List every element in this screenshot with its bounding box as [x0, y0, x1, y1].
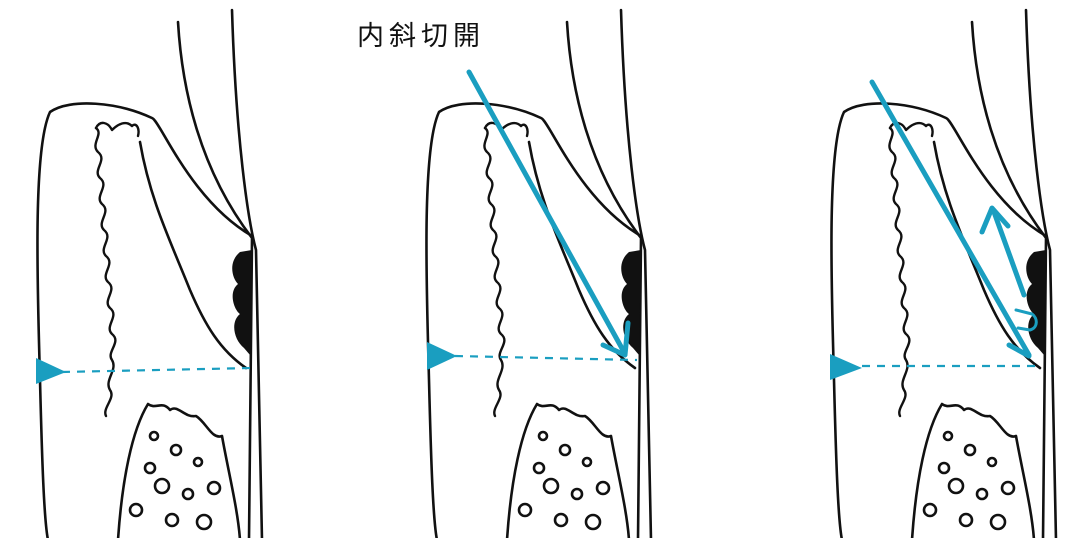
panel-2	[426, 10, 651, 538]
tissue-outline	[426, 10, 651, 538]
pointer-marker	[427, 342, 457, 370]
tissue-outline	[831, 10, 1056, 538]
tissue-outline	[37, 10, 262, 538]
dashed-reference-line	[455, 356, 637, 360]
pointer-marker	[36, 358, 66, 384]
panel-3	[830, 10, 1056, 538]
incision-caption: 内斜切開	[357, 14, 485, 53]
pointer-marker	[830, 354, 862, 380]
dashed-reference-line	[62, 368, 252, 372]
incision-arrow-line	[469, 72, 624, 352]
panel-1	[36, 10, 262, 538]
